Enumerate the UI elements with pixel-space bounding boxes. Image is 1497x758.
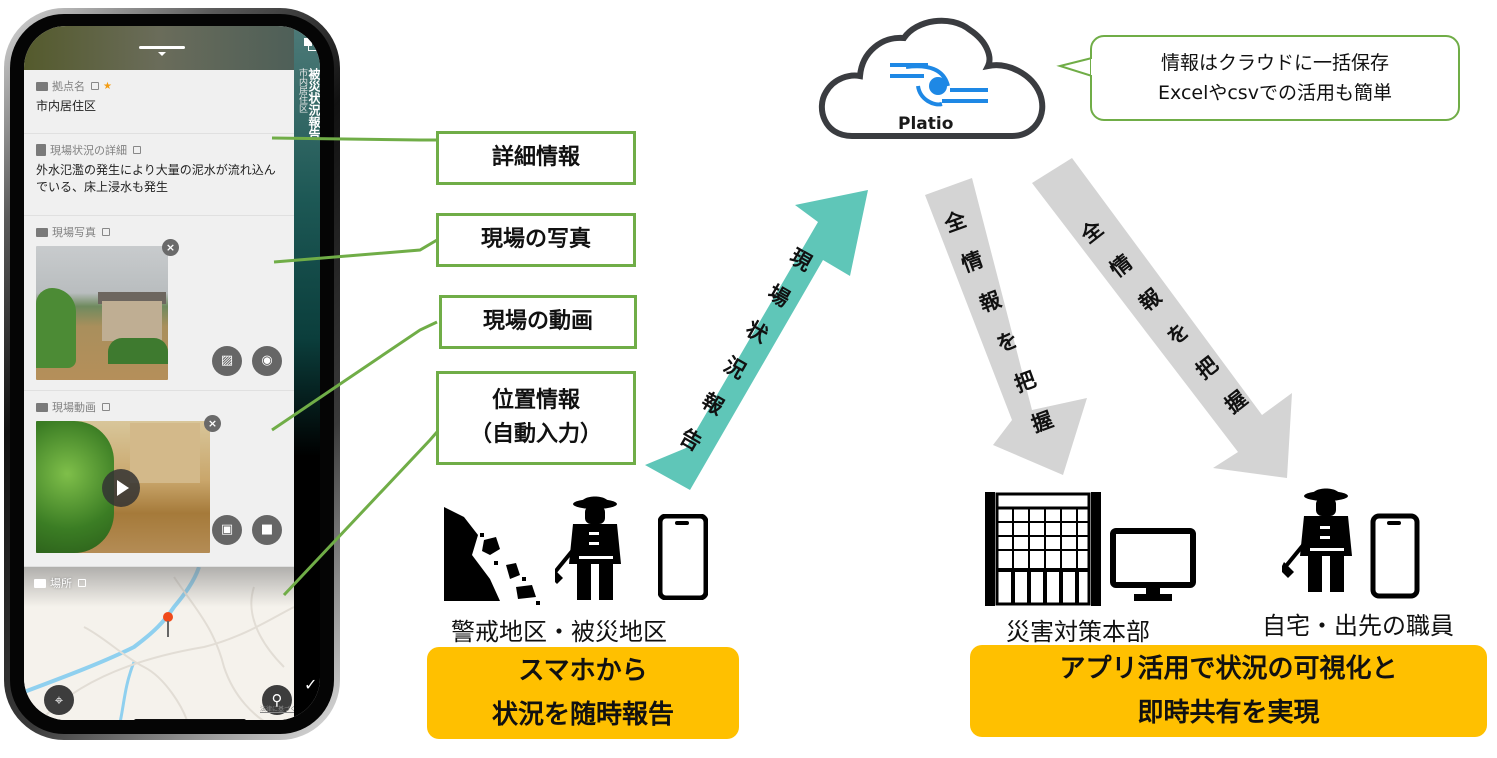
field-base-name[interactable]: 拠点名 ★ 市内居住区 bbox=[24, 70, 294, 134]
location-map[interactable]: 場所 ⌖ ⚲ 法律に基づく情報 bbox=[24, 567, 294, 720]
callout-detail-info: 詳細情報 bbox=[436, 131, 636, 185]
remove-photo-button[interactable]: × bbox=[162, 239, 179, 256]
edit-icon bbox=[102, 228, 110, 236]
platio-brand-name: Platio bbox=[898, 114, 954, 134]
hq-caption: 災害対策本部 bbox=[1006, 618, 1150, 646]
site-photo-thumbnail[interactable] bbox=[36, 246, 168, 380]
map-legal-link[interactable]: 法律に基づく情報 bbox=[260, 706, 294, 713]
side-panel: 被災状況報告 市内居住区 ✓ bbox=[294, 26, 320, 720]
field-summary-box: スマホから 状況を随時報告 bbox=[427, 647, 739, 739]
phone-screen: 拠点名 ★ 市内居住区 現場状況の詳細 外水氾濫の発生により大量の泥水が流れ込ん… bbox=[24, 26, 320, 720]
crosshair-icon[interactable]: ⌖ bbox=[44, 685, 74, 715]
location-icon bbox=[34, 578, 46, 588]
grasp-arrow-1 bbox=[925, 178, 1087, 475]
headquarters-building-icon bbox=[985, 492, 1101, 606]
home-indicator bbox=[134, 719, 246, 720]
connector-detail bbox=[271, 136, 437, 142]
video-icon bbox=[36, 402, 48, 412]
smartphone-mockup: 拠点名 ★ 市内居住区 現場状況の詳細 外水氾濫の発生により大量の泥水が流れ込ん… bbox=[4, 8, 340, 740]
platio-logo-icon bbox=[890, 63, 988, 107]
field-value[interactable]: 市内居住区 bbox=[36, 99, 97, 113]
report-arrow bbox=[645, 190, 868, 490]
text-field-icon bbox=[36, 81, 48, 91]
connector-video bbox=[271, 320, 438, 432]
callout-location-info: 位置情報 （自動入力） bbox=[436, 371, 636, 465]
required-star-icon: ★ bbox=[103, 80, 112, 92]
connector-location bbox=[282, 431, 439, 597]
staff-firefighter-icon bbox=[1282, 488, 1352, 592]
map-pin-icon[interactable] bbox=[163, 612, 173, 622]
smartphone-icon bbox=[658, 514, 708, 600]
callout-site-video: 現場の動画 bbox=[439, 295, 637, 349]
drag-handle[interactable] bbox=[139, 46, 185, 49]
staff-smartphone-icon bbox=[1370, 513, 1420, 599]
field-area-caption: 警戒地区・被災地区 bbox=[451, 618, 667, 646]
site-video-thumbnail[interactable] bbox=[36, 421, 210, 553]
copy-icon[interactable] bbox=[304, 38, 317, 51]
panel-subtitle: 市内居住区 bbox=[297, 68, 307, 113]
landslide-icon bbox=[444, 507, 540, 605]
field-label: 現場動画 bbox=[52, 401, 96, 414]
video-library-icon[interactable]: ▣ bbox=[212, 515, 242, 545]
cloud-icon bbox=[819, 17, 1046, 139]
play-icon[interactable] bbox=[102, 469, 140, 507]
connector-photo bbox=[273, 238, 438, 264]
field-label: 現場状況の詳細 bbox=[50, 144, 127, 157]
staff-caption: 自宅・出先の職員 bbox=[1262, 612, 1454, 640]
phone-bezel: 拠点名 ★ 市内居住区 現場状況の詳細 外水氾濫の発生により大量の泥水が流れ込ん… bbox=[10, 14, 334, 734]
field-label: 拠点名 bbox=[52, 80, 85, 93]
remove-video-button[interactable]: × bbox=[204, 415, 221, 432]
image-gallery-icon[interactable]: ▨ bbox=[212, 346, 242, 376]
field-value[interactable]: 外水氾濫の発生により大量の泥水が流れ込んでいる、床上浸水も発生 bbox=[36, 163, 276, 194]
edit-icon bbox=[133, 146, 141, 154]
field-label: 現場写真 bbox=[52, 226, 96, 239]
grasp-arrow-2 bbox=[1032, 158, 1292, 478]
field-situation-detail[interactable]: 現場状況の詳細 外水氾濫の発生により大量の泥水が流れ込んでいる、床上浸水も発生 bbox=[24, 134, 294, 216]
image-icon bbox=[36, 227, 48, 237]
edit-icon bbox=[91, 82, 99, 90]
callout-site-photo: 現場の写真 bbox=[436, 213, 636, 267]
camera-icon[interactable]: ◉ bbox=[252, 346, 282, 376]
panel-title: 被災状況報告 bbox=[307, 68, 320, 140]
firefighter-icon bbox=[555, 496, 621, 600]
video-camera-icon[interactable]: ■ bbox=[252, 515, 282, 545]
collapse-arrow-icon[interactable] bbox=[158, 52, 166, 56]
field-site-video: 現場動画 × ▣ ■ bbox=[24, 391, 294, 567]
edit-icon bbox=[78, 579, 86, 587]
cloud-storage-bubble: 情報はクラウドに一括保存 Excelやcsvでの活用も簡単 bbox=[1090, 35, 1460, 121]
field-site-photo: 現場写真 × ▨ ◉ bbox=[24, 216, 294, 391]
check-icon[interactable]: ✓ bbox=[304, 675, 318, 694]
report-form: 拠点名 ★ 市内居住区 現場状況の詳細 外水氾濫の発生により大量の泥水が流れ込ん… bbox=[24, 70, 294, 567]
memo-icon bbox=[36, 144, 46, 156]
location-field-label: 場所 bbox=[34, 575, 86, 591]
monitor-icon bbox=[1110, 528, 1196, 601]
sheet-header bbox=[24, 26, 294, 70]
hq-summary-box: アプリ活用で状況の可視化と 即時共有を実現 bbox=[970, 645, 1487, 737]
search-icon[interactable]: ⚲ bbox=[262, 685, 292, 715]
edit-icon bbox=[102, 403, 110, 411]
